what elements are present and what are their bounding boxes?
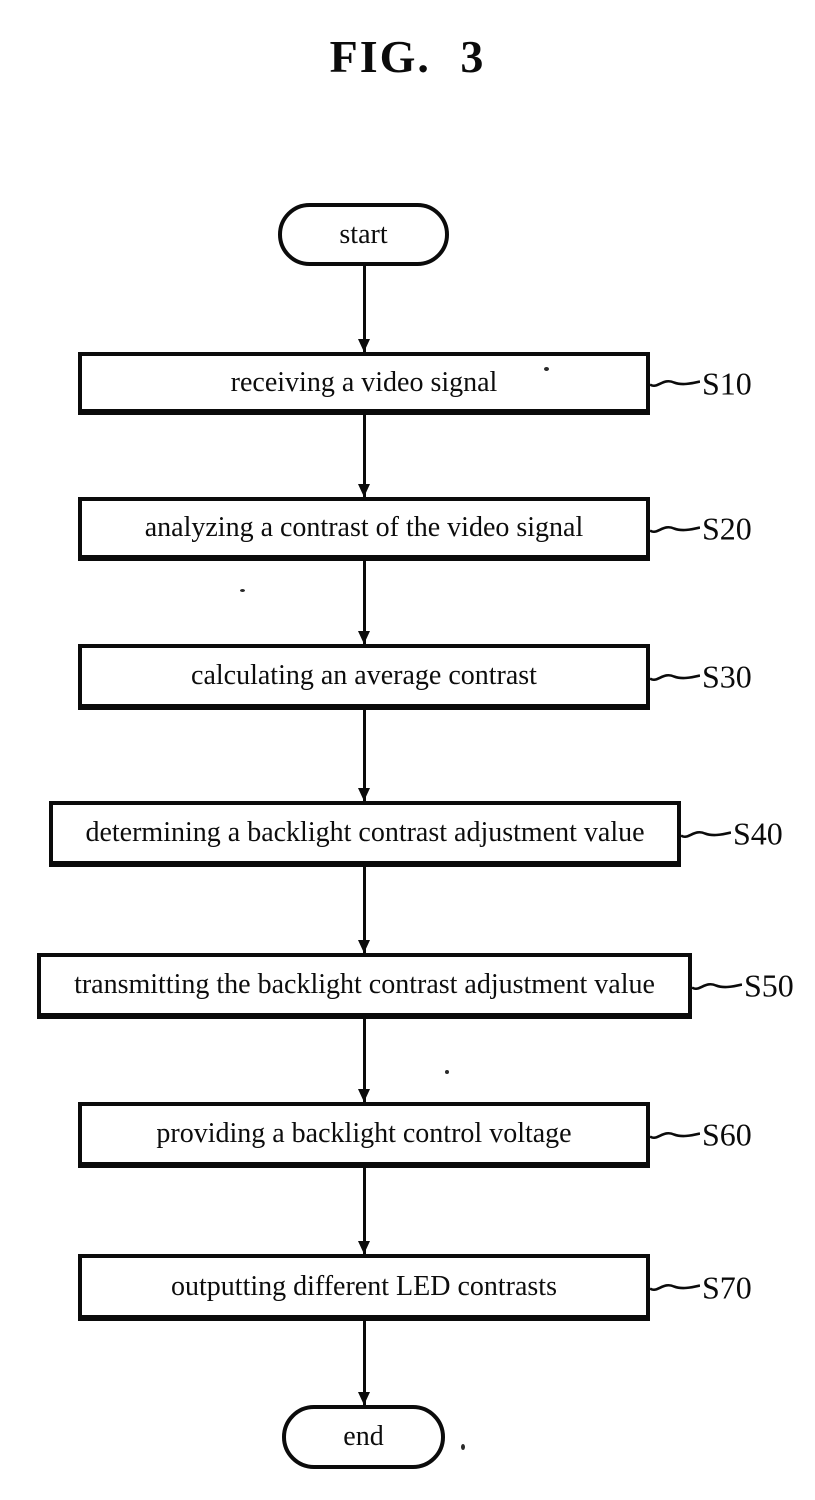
end-label: end xyxy=(343,1421,384,1452)
process-box: providing a backlight control voltage xyxy=(78,1102,650,1168)
label-connector xyxy=(650,673,700,681)
step-label: S40 xyxy=(733,815,783,852)
arrowhead-icon xyxy=(358,940,370,953)
arrowhead-icon xyxy=(358,339,370,352)
step-label: S60 xyxy=(702,1116,752,1153)
flow-arrow-6 xyxy=(358,1019,370,1102)
arrowhead-icon xyxy=(358,484,370,497)
label-connector xyxy=(650,525,700,533)
step-label: S10 xyxy=(702,365,752,401)
step-tag: S40 xyxy=(681,816,783,853)
step-tag: S30 xyxy=(650,659,752,696)
flow-arrow-5 xyxy=(358,867,370,953)
step-tag: S20 xyxy=(650,511,752,548)
scan-speck xyxy=(240,589,245,592)
step-tag: S50 xyxy=(692,968,794,1005)
step-text: outputting different LED contrasts xyxy=(171,1270,557,1302)
scan-speck xyxy=(445,1070,449,1074)
step-text: calculating an average contrast xyxy=(191,660,537,691)
figure-title: FIG. 3 xyxy=(329,31,486,82)
step-label: S20 xyxy=(702,510,752,547)
arrowhead-icon xyxy=(358,631,370,644)
label-connector xyxy=(650,380,700,387)
step-label: S30 xyxy=(702,658,752,695)
scan-speck xyxy=(461,1444,465,1450)
process-box: determining a backlight contrast adjustm… xyxy=(49,801,681,867)
label-connector xyxy=(692,982,742,990)
step-tag: S70 xyxy=(650,1269,752,1306)
step-text: providing a backlight control voltage xyxy=(156,1118,572,1149)
end-terminator: end xyxy=(282,1405,445,1469)
arrowhead-icon xyxy=(358,788,370,801)
step-label: S70 xyxy=(702,1269,752,1305)
step-text: receiving a video signal xyxy=(230,366,498,398)
arrowhead-icon xyxy=(358,1392,370,1405)
flow-arrow-2 xyxy=(358,415,370,497)
start-terminator: start xyxy=(278,203,449,266)
step-s20: analyzing a contrast of the video signal… xyxy=(78,497,752,561)
process-box: transmitting the backlight contrast adju… xyxy=(37,953,692,1019)
step-text: analyzing a contrast of the video signal xyxy=(144,512,584,543)
process-box: receiving a video signal xyxy=(78,352,650,415)
step-tag: S60 xyxy=(650,1117,752,1154)
step-tag: S10 xyxy=(650,365,752,402)
step-label: S50 xyxy=(744,967,794,1004)
process-box: calculating an average contrast xyxy=(78,644,650,710)
start-label: start xyxy=(339,218,388,250)
step-text: transmitting the backlight contrast adju… xyxy=(74,969,655,1000)
scan-speck xyxy=(544,367,549,371)
flow-arrow-8 xyxy=(358,1321,370,1405)
label-connector xyxy=(681,830,731,838)
step-s70: outputting different LED contrasts S70 xyxy=(78,1254,752,1321)
step-s40: determining a backlight contrast adjustm… xyxy=(49,801,783,867)
step-s30: calculating an average contrast S30 xyxy=(78,644,752,710)
flow-arrow-4 xyxy=(358,710,370,801)
label-connector xyxy=(650,1284,700,1291)
label-connector xyxy=(650,1131,700,1139)
step-s10: receiving a video signal S10 xyxy=(78,352,752,415)
arrowhead-icon xyxy=(358,1241,370,1254)
process-box: outputting different LED contrasts xyxy=(78,1254,650,1321)
step-text: determining a backlight contrast adjustm… xyxy=(85,817,645,848)
flow-arrow-1 xyxy=(358,266,370,352)
arrowhead-icon xyxy=(358,1089,370,1102)
process-box: analyzing a contrast of the video signal xyxy=(78,497,650,561)
flow-arrow-7 xyxy=(358,1168,370,1254)
step-s50: transmitting the backlight contrast adju… xyxy=(37,953,794,1019)
step-s60: providing a backlight control voltage S6… xyxy=(78,1102,752,1168)
flow-arrow-3 xyxy=(358,561,370,644)
